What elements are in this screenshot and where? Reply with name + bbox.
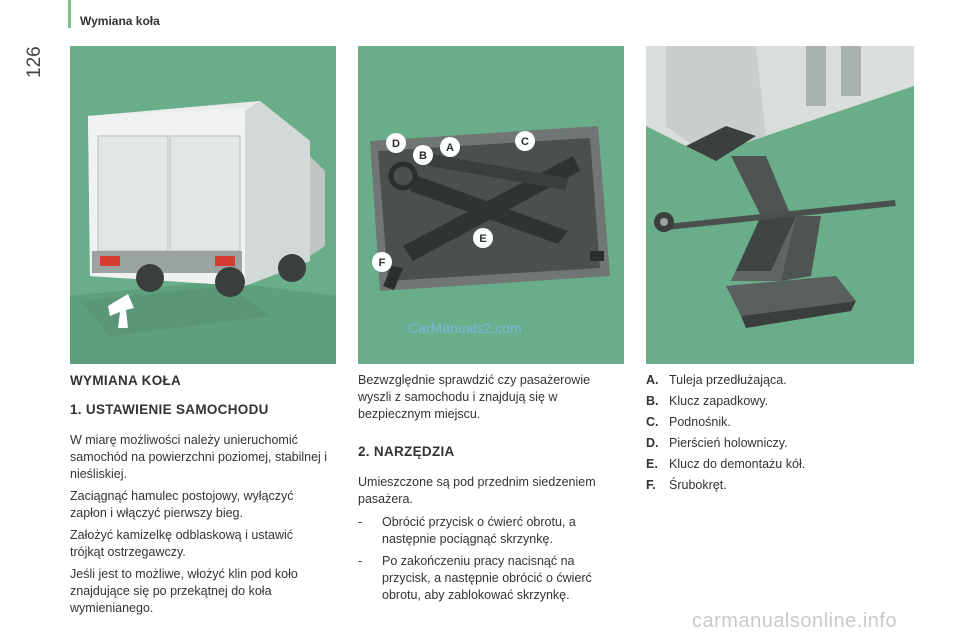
tool-label-d-circle [386, 133, 406, 153]
section-accent-bar [68, 0, 71, 28]
tool-label-b-circle [413, 145, 433, 165]
tool-label-b: B [419, 150, 427, 162]
tool-label-f-circle [372, 252, 392, 272]
legend-text: Klucz zapadkowy. [669, 394, 769, 408]
toolbox-drawing: D B A C E F [358, 46, 624, 364]
legend-item: D. Pierścień holowniczy. [646, 435, 926, 452]
tool-label-a: A [446, 142, 454, 154]
tool-label-e-circle [473, 228, 493, 248]
list-dash: - [358, 515, 363, 529]
legend-key: F. [646, 478, 656, 492]
toolbox-illustration: D B A C E F [358, 46, 624, 364]
image-watermark: CarManuals2.com [408, 320, 522, 336]
safety-paragraph: Bezwzględnie sprawdzić czy pasażerowie w… [358, 373, 591, 421]
legend-text: Podnośnik. [669, 415, 731, 429]
list-item-text: Obrócić przycisk o ćwierć obrotu, a nast… [382, 515, 576, 546]
paragraph: Jeśli jest to możliwe, włożyć klin pod k… [70, 567, 298, 615]
legend-text: Śrubokręt. [669, 478, 727, 492]
tool-label-c: C [521, 136, 529, 148]
paragraph: Umieszczone są pod przednim siedzeniem p… [358, 475, 596, 506]
tool-label-c-circle [515, 131, 535, 151]
legend-text: Tuleja przedłużająca. [669, 373, 787, 387]
legend-item: C. Podnośnik. [646, 414, 926, 431]
jack-illustration [646, 46, 914, 364]
legend-key: A. [646, 373, 659, 387]
tool-label-a-circle [440, 137, 460, 157]
page-number: 126 [24, 46, 45, 78]
main-heading: WYMIANA KOŁA [70, 373, 182, 388]
paragraph: Założyć kamizelkę odblaskową i ustawić t… [70, 528, 294, 559]
legend-item: A. Tuleja przedłużająca. [646, 372, 926, 389]
column-vehicle-setup: WYMIANA KOŁA 1. USTAWIENIE SAMOCHODU W m… [70, 372, 330, 622]
tool-label-f: F [379, 257, 386, 269]
legend-key: C. [646, 415, 659, 429]
legend-item: E. Klucz do demontażu kół. [646, 456, 926, 473]
tool-label-e: E [479, 233, 486, 245]
van-illustration [70, 46, 336, 364]
footer-watermark: carmanualsonline.info [692, 610, 898, 632]
legend-item: B. Klucz zapadkowy. [646, 393, 926, 410]
legend-key: D. [646, 436, 659, 450]
jack-drawing [646, 46, 914, 364]
legend-key: B. [646, 394, 659, 408]
column-tools: Bezwzględnie sprawdzić czy pasażerowie w… [358, 372, 624, 609]
legend-text: Pierścień holowniczy. [669, 436, 788, 450]
legend-text: Klucz do demontażu kół. [669, 457, 806, 471]
legend-key: E. [646, 457, 658, 471]
list-item: - Po zakończeniu pracy nacisnąć na przyc… [358, 553, 624, 604]
subheading-tools: 2. NARZĘDZIA [358, 444, 455, 459]
section-title: Wymiana koła [80, 14, 160, 28]
tool-label-d: D [392, 138, 400, 150]
list-dash: - [358, 554, 363, 568]
subheading-vehicle-setup: 1. USTAWIENIE SAMOCHODU [70, 402, 269, 417]
column-legend: A. Tuleja przedłużająca. B. Klucz zapadk… [646, 372, 926, 498]
list-item: - Obrócić przycisk o ćwierć obrotu, a na… [358, 514, 624, 548]
list-item-text: Po zakończeniu pracy nacisnąć na przycis… [382, 554, 592, 602]
paragraph: Zaciągnąć hamulec postojowy, wyłączyć za… [70, 489, 294, 520]
legend-item: F. Śrubokręt. [646, 477, 926, 494]
paragraph: W miarę możliwości należy unieruchomić s… [70, 433, 328, 481]
van-drawing [70, 46, 336, 364]
